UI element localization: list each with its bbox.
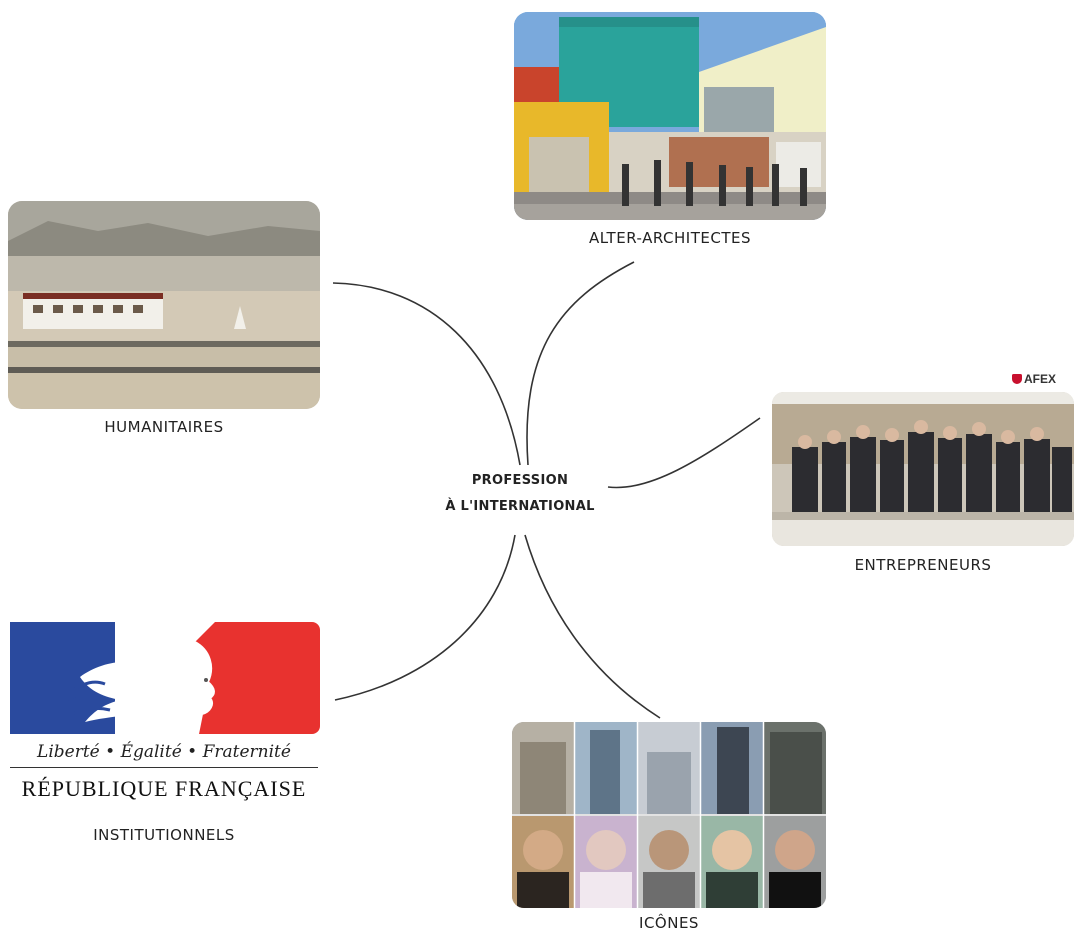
marianne-logo: [10, 622, 320, 734]
center-topic: PROFESSION À L'INTERNATIONAL: [405, 468, 635, 520]
humanitaires-photo: [8, 201, 320, 409]
connector-alter: [526, 261, 635, 466]
institutionnels-label: INSTITUTIONNELS: [93, 826, 235, 844]
alter-architectes-label: ALTER-ARCHITECTES: [589, 229, 751, 247]
alter-architectes-photo: [514, 12, 826, 220]
center-line-2: À L'INTERNATIONAL: [445, 499, 595, 514]
motto-text: Liberté • Égalité • Fraternité: [37, 742, 291, 762]
humanitaires-label: HUMANITAIRES: [104, 418, 224, 436]
republique-francaise-text: RÉPUBLIQUE FRANÇAISE: [21, 776, 307, 801]
connector-institutionnels: [334, 534, 516, 701]
entrepreneurs-photo: [772, 392, 1074, 546]
afex-logo-text: AFEX: [1024, 372, 1057, 386]
center-line-1: PROFESSION: [471, 473, 569, 488]
logo-divider: [10, 767, 318, 768]
entrepreneurs-label: ENTREPRENEURS: [854, 556, 992, 574]
icones-label: ICÔNES: [639, 914, 699, 932]
afex-logo-icon: [1012, 374, 1022, 384]
icones-collage: [512, 722, 826, 908]
connector-icones: [524, 534, 661, 719]
connector-entrepreneurs: [607, 417, 761, 489]
afex-logo: AFEX: [1012, 372, 1056, 386]
connector-humanitaires: [332, 282, 521, 466]
